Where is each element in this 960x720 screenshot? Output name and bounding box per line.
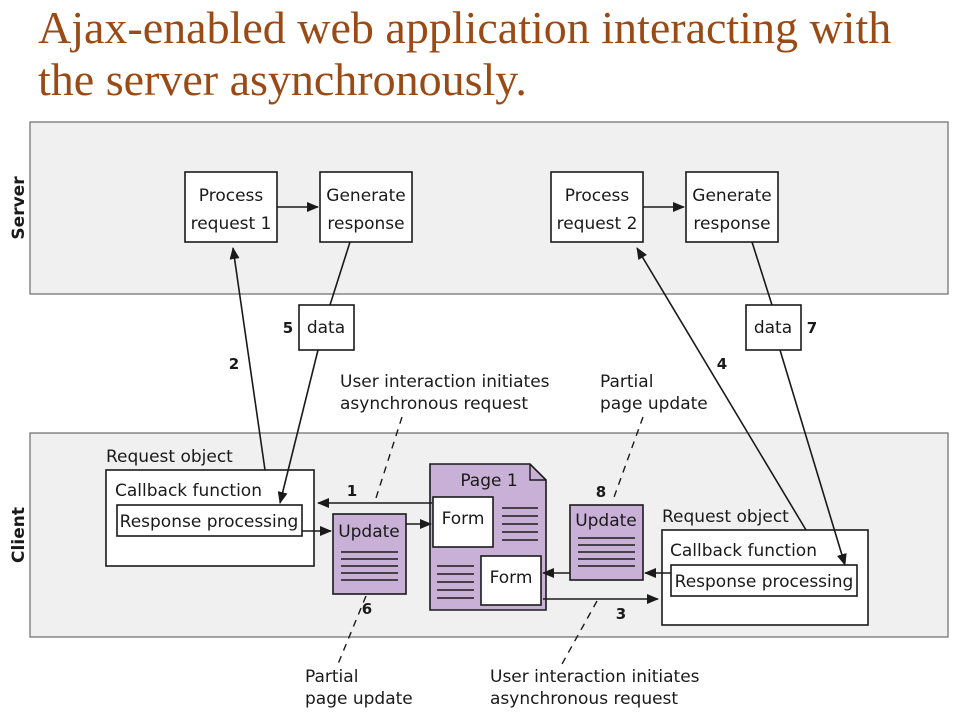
server-label: Server [9, 176, 29, 240]
arrow-step-2 [229, 247, 266, 471]
generate-response-2-line1: Generate [692, 186, 771, 206]
step-5-number: 5 [283, 319, 293, 337]
form-bottom-label: Form [490, 568, 533, 588]
form-top-box [432, 496, 494, 548]
generate-response-2-line2: response [693, 214, 770, 234]
request-object-right-label: Request object [662, 507, 789, 527]
step-2-number: 2 [229, 355, 239, 373]
step-1-number: 1 [347, 482, 357, 500]
response-processing-left-box [116, 504, 303, 537]
user-interaction-bottom-line2: asynchronous request [490, 689, 678, 709]
page-1-document: Page 1 Form Form [429, 463, 547, 611]
arrow-generate1-to-data [329, 241, 351, 306]
process-request-1-box: Process request 1 [184, 171, 278, 243]
update-left-label: Update [338, 522, 400, 542]
response-processing-left-label: Response processing [120, 512, 299, 532]
step-6-number: 6 [362, 600, 372, 618]
data-box-right [745, 304, 802, 351]
partial-update-top-line1: Partial [600, 372, 653, 392]
process-request-2-box: Process request 2 [550, 171, 644, 243]
callback-right-label: Callback function [670, 541, 817, 561]
arrow-step-7 [779, 349, 847, 566]
generate-response-1-box: Generate response [319, 171, 413, 243]
process-request-2-line1: Process [565, 186, 630, 206]
process-request-1-line2: request 1 [191, 214, 272, 234]
generate-response-1-line2: response [327, 214, 404, 234]
step-7-number: 7 [807, 319, 817, 337]
dash-user-interaction-top [375, 416, 403, 499]
user-interaction-top-line2: asynchronous request [340, 394, 528, 414]
page-1-label: Page 1 [460, 471, 517, 491]
form-bottom-box [480, 555, 542, 606]
request-object-left-label: Request object [106, 447, 233, 467]
partial-update-top-line2: page update [600, 394, 708, 414]
user-interaction-bottom-line1: User interaction initiates [490, 667, 700, 687]
callback-left-label: Callback function [115, 481, 262, 501]
data-box-left [298, 304, 355, 351]
user-interaction-top-line1: User interaction initiates [340, 372, 550, 392]
ajax-diagram: Server Client Process request 1 Generate… [9, 121, 949, 709]
update-left-box: Update [332, 513, 407, 595]
response-processing-right-box [670, 564, 858, 597]
arrow-step-4 [636, 247, 807, 531]
response-processing-right-label: Response processing [675, 572, 854, 592]
arrow-generate2-to-data [751, 241, 773, 306]
update-right-box: Update [569, 504, 644, 581]
process-request-2-line2: request 2 [557, 214, 638, 234]
data-label-right: data [754, 318, 792, 338]
data-label-left: data [307, 318, 345, 338]
generate-response-2-box: Generate response [685, 171, 779, 243]
server-region [29, 121, 949, 295]
step-8-number: 8 [596, 483, 606, 501]
process-request-1-line1: Process [199, 186, 264, 206]
partial-update-bottom-line1: Partial [305, 667, 358, 687]
step-3-number: 3 [616, 605, 626, 623]
slide-title: Ajax-enabled web application interacting… [38, 2, 892, 105]
step-4-number: 4 [717, 355, 727, 373]
partial-update-bottom-line2: page update [305, 689, 413, 709]
generate-response-1-line1: Generate [326, 186, 405, 206]
arrow-step-5 [277, 349, 319, 504]
form-top-label: Form [442, 509, 485, 529]
update-right-label: Update [575, 511, 637, 531]
client-label: Client [9, 507, 29, 563]
dash-partial-update-top [612, 416, 644, 501]
